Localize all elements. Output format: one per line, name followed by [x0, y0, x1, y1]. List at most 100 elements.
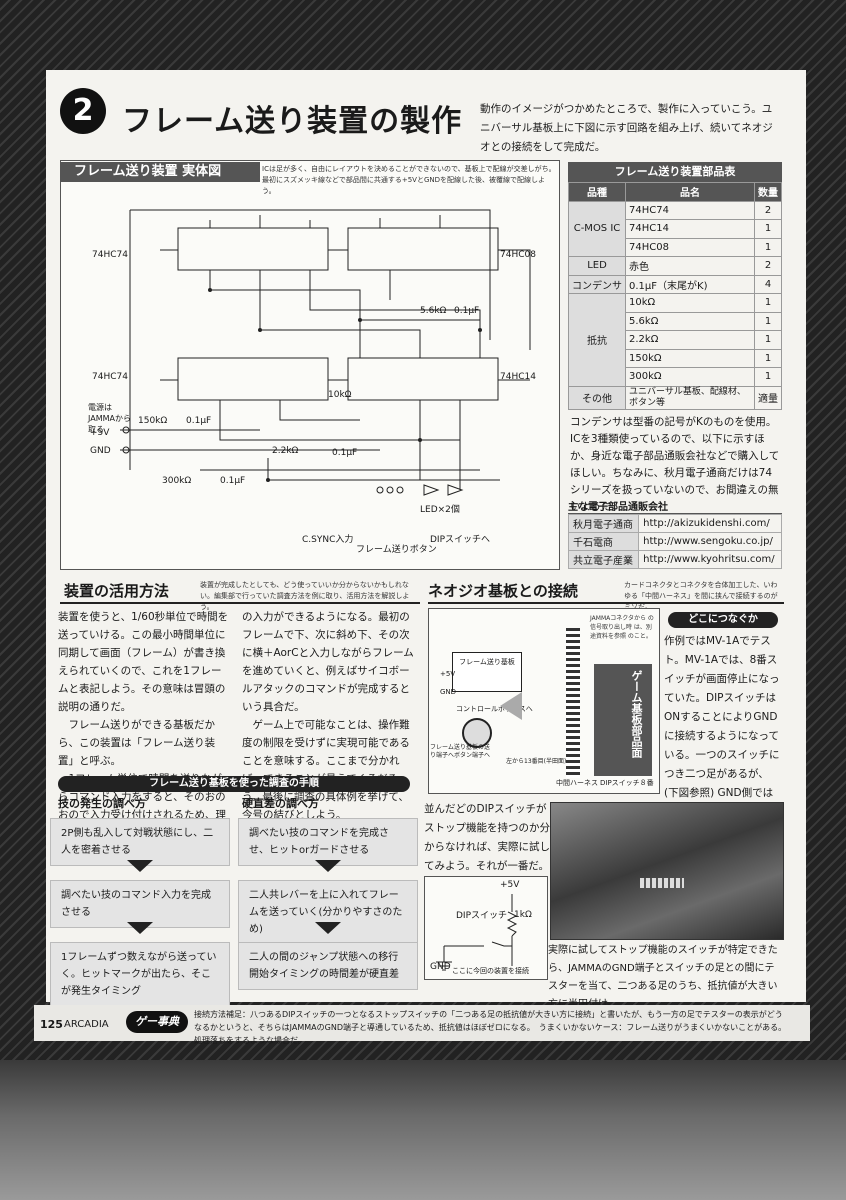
table-row: その他ユニバーサル基板、配線材、ボタン等適量 [568, 385, 782, 410]
ic-74hc74-top [177, 227, 329, 271]
qty-cell: 4 [754, 274, 782, 294]
usage-note: 装置が完成したとしても、どう使っていいか分からないかもしれない。編集部で行ってい… [200, 581, 410, 611]
cat-cell: 抵抗 [568, 293, 626, 387]
parts-header-kind: 品種 [568, 182, 626, 202]
label-r150k: 150kΩ [138, 416, 168, 426]
label-74hc14: 74HC14 [500, 372, 536, 382]
footer-text-2: うまくいかないケース：フレーム送りがうまくいかないことがある。処理落ちをするよう… [194, 1023, 787, 1045]
qty-cell: 1 [754, 219, 782, 239]
name-cell: 300kΩ [625, 367, 755, 387]
label-c2: 0.1μF [220, 476, 246, 486]
diagram-jamma-note: JAMMAコネクタから の信号取り出し時 は、別途資料を参照 のこと。 [590, 615, 654, 640]
qty-cell: 2 [754, 200, 782, 220]
qty-cell: 1 [754, 330, 782, 350]
parts-header-qty: 数量 [754, 182, 782, 202]
neogeo-note: カードコネクタとコネクタを合体加工した、いわゆる「中間ハーネス」を間に挟んで接続… [624, 581, 778, 611]
name-cell: 2.2kΩ [625, 330, 755, 350]
right-step-1: 調べたい技のコマンドを完成させ、ヒットorガードさせる [238, 818, 418, 866]
page-number: 125 [40, 1018, 63, 1031]
dip-text: 並んだどのDIPスイッチがストップ機能を持つのか分からなければ、実際に試してみよ… [424, 803, 550, 872]
footer-text: 接続方法補足：八つあるDIPスイッチの一つとなるストップスイッチの「二つある足の… [194, 1008, 788, 1047]
vendor-url[interactable]: http://www.kyohritsu.com/ [638, 550, 782, 569]
cat-cell: コンデンサ [568, 274, 626, 294]
left-step-2: 調べたい技のコマンド入力を完成させる [50, 880, 230, 928]
circuit-gnd: GND [430, 962, 451, 972]
usage-rule [60, 602, 420, 604]
footer-text-1: 接続方法補足：八つあるDIPスイッチの一つとなるストップスイッチの「二つある足の… [194, 1010, 783, 1032]
arrow-down-icon [315, 860, 341, 872]
label-c4: 0.1μF [332, 448, 358, 458]
circuit-dip: DIPスイッチ [456, 911, 508, 921]
circuit-schematic [120, 209, 531, 496]
vendor-name: 共立電子産業 [567, 550, 640, 569]
label-led: LED×2個 [420, 505, 460, 515]
diagram-board: フレーム送り基板 [452, 652, 522, 692]
name-cell: 5.6kΩ [625, 311, 755, 331]
label-csync: C.SYNC入力 [302, 535, 354, 545]
button-icon [462, 718, 492, 748]
diagram-5v: +5V [440, 670, 456, 678]
board-photo [550, 802, 784, 940]
qty-cell: 1 [754, 293, 782, 313]
circuit-here: ここに今回の装置を接続 [452, 967, 529, 975]
parts-table-title: フレーム送り装置部品表 [568, 162, 782, 182]
parts-header-row: 品種 品名 数量 [568, 182, 782, 202]
label-r5-6k: 5.6kΩ [420, 306, 447, 316]
schematic-title: フレーム送り装置 実体図 [60, 162, 260, 182]
label-c3: 0.1μF [454, 306, 480, 316]
qty-cell: 2 [754, 256, 782, 276]
name-cell: 74HC08 [625, 237, 755, 257]
dip-circuit-drawing [436, 894, 518, 971]
usage-title: 装置の活用方法 [64, 582, 170, 600]
qty-cell: 1 [754, 367, 782, 387]
label-button: フレーム送りボタン [356, 545, 437, 555]
label-dip: DIPスイッチへ [430, 535, 491, 545]
parts-header-name: 品名 [625, 182, 755, 202]
neogeo-rule [428, 602, 784, 604]
photo-caption: 実際に試してストップ機能のスイッチが特定できたら、JAMMAのGND端子とスイッ… [548, 945, 778, 1010]
name-cell: 74HC14 [625, 219, 755, 239]
diagram-dip: DIPスイッチ８番 [600, 779, 654, 787]
procedure-title: フレーム送り基板を使った調査の手順 [58, 776, 410, 792]
name-cell: 赤色 [625, 256, 755, 276]
procedure-left-heading: 技の発生の調べ方 [58, 797, 146, 810]
diagram-button-note: フレーム送り基板の送り端子へボタン端子へ [430, 744, 491, 759]
section-number: 2 [60, 88, 106, 134]
diagram-ninth: 左から13番目(半田面) [506, 758, 567, 765]
vendor-url[interactable]: http://akizukidenshi.com/ [638, 514, 782, 533]
diagram-controller: コントロールボックスへ [456, 705, 533, 713]
footer-logo: ゲー事典 [126, 1011, 188, 1033]
name-cell: ユニバーサル基板、配線材、ボタン等 [625, 385, 755, 410]
page-title: フレーム送り装置の製作 [122, 104, 463, 139]
dip-switch-photo [640, 878, 684, 888]
right-step-3: 二人の間のジャンプ状態への移行開始タイミングの時間差が硬直差 [238, 942, 418, 990]
label-power-source: 電源はJAMMAから取る [88, 403, 131, 434]
vendor-name: 千石電商 [567, 532, 640, 551]
cat-cell: C-MOS IC [568, 200, 626, 257]
name-cell: 0.1μF（末尾がK) [625, 274, 755, 294]
cat-cell: その他 [568, 385, 626, 410]
vendor-url[interactable]: http://www.sengoku.co.jp/ [638, 532, 782, 551]
harness-connector [566, 628, 580, 778]
vendor-name: 秋月電子通商 [567, 514, 640, 533]
label-r2-2k: 2.2kΩ [272, 446, 299, 456]
label-5v: +5V [90, 428, 110, 438]
diagram-gnd: GND [440, 688, 457, 696]
right-step-2: 二人共レバーを上に入れてフレームを送っていく(分かりやすさのため) [238, 880, 418, 945]
diagram-harness: 中間ハーネス [556, 779, 598, 787]
vendors-title: 主な電子部品通販会社 [568, 498, 782, 514]
magazine-name: ARCADIA [64, 1019, 109, 1030]
qty-cell: 1 [754, 348, 782, 368]
